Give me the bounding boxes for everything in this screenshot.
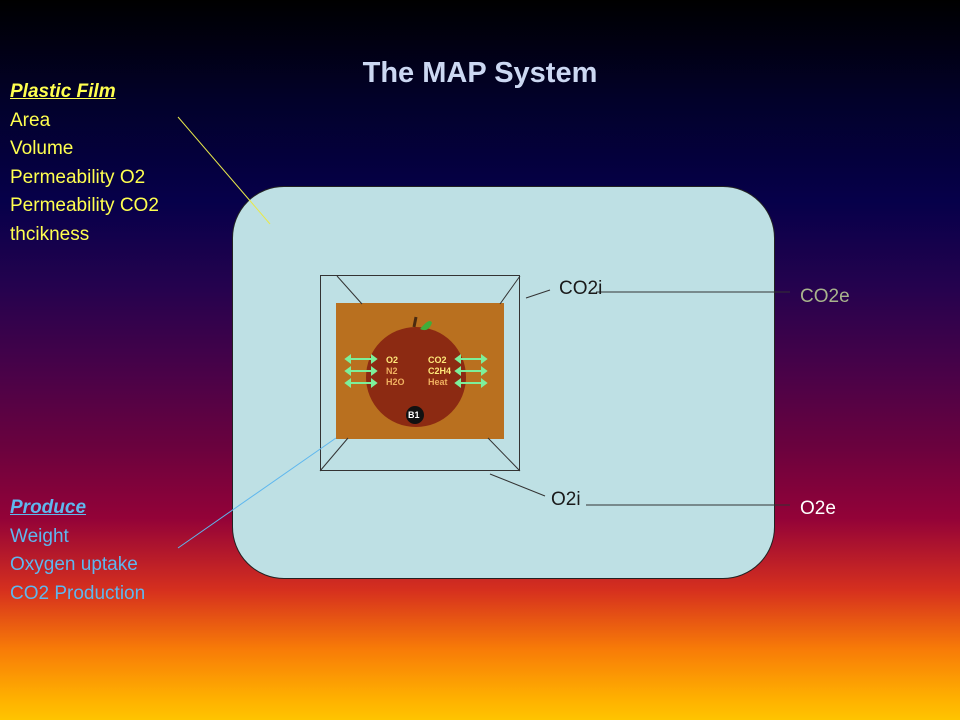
produce-image: O2 N2 H2O CO2 C2H4 Heat B1 [336, 303, 504, 439]
list-item: Volume [10, 138, 74, 159]
plastic-film-heading: Plastic Film [10, 81, 116, 102]
co2-external-label: CO2e [800, 286, 850, 307]
produce-list: Produce Weight Oxygen uptake CO2 Product… [10, 494, 145, 608]
gas-label: H2O [386, 377, 405, 387]
corner-line [499, 275, 521, 305]
corner-line [487, 437, 521, 472]
o2i-leader [489, 473, 546, 497]
produce-heading: Produce [10, 497, 87, 518]
fruit-body [366, 327, 466, 427]
list-item: Oxygen uptake [10, 554, 138, 575]
gas-label: Heat [428, 377, 448, 387]
page-title: The MAP System [362, 57, 598, 89]
fruit-illustration: O2 N2 H2O CO2 C2H4 Heat B1 [344, 316, 488, 427]
o2-internal-label: O2i [551, 489, 581, 510]
right-arrows-icon [454, 354, 488, 388]
gas-label: CO2 [428, 355, 447, 365]
list-item: Weight [10, 525, 69, 547]
gas-label: C2H4 [428, 366, 451, 376]
list-item: thcikness [10, 223, 90, 245]
list-item: Area [10, 109, 51, 131]
film-pointer-line [177, 116, 271, 225]
co2-internal-label: CO2i [559, 278, 603, 299]
produce-container-box [320, 275, 520, 471]
produce-pointer-line [177, 437, 337, 549]
badge-label: B1 [408, 410, 420, 420]
corner-line [336, 275, 363, 305]
o2-external-label: O2e [800, 498, 836, 519]
left-arrows-icon [344, 354, 378, 388]
plastic-film-list: Plastic Film Area Volume Permeability O2… [10, 78, 159, 249]
gas-label: N2 [386, 366, 398, 376]
list-item: CO2 Production [10, 582, 146, 604]
list-item: Permeability O2 [10, 166, 146, 188]
fruit-stem [412, 316, 418, 328]
corner-line [319, 437, 349, 472]
co2i-leader [525, 289, 551, 299]
leaf-icon [420, 321, 432, 331]
gas-label: O2 [386, 355, 398, 365]
badge-icon [406, 406, 424, 424]
list-item: Permeability CO2 [10, 195, 159, 216]
